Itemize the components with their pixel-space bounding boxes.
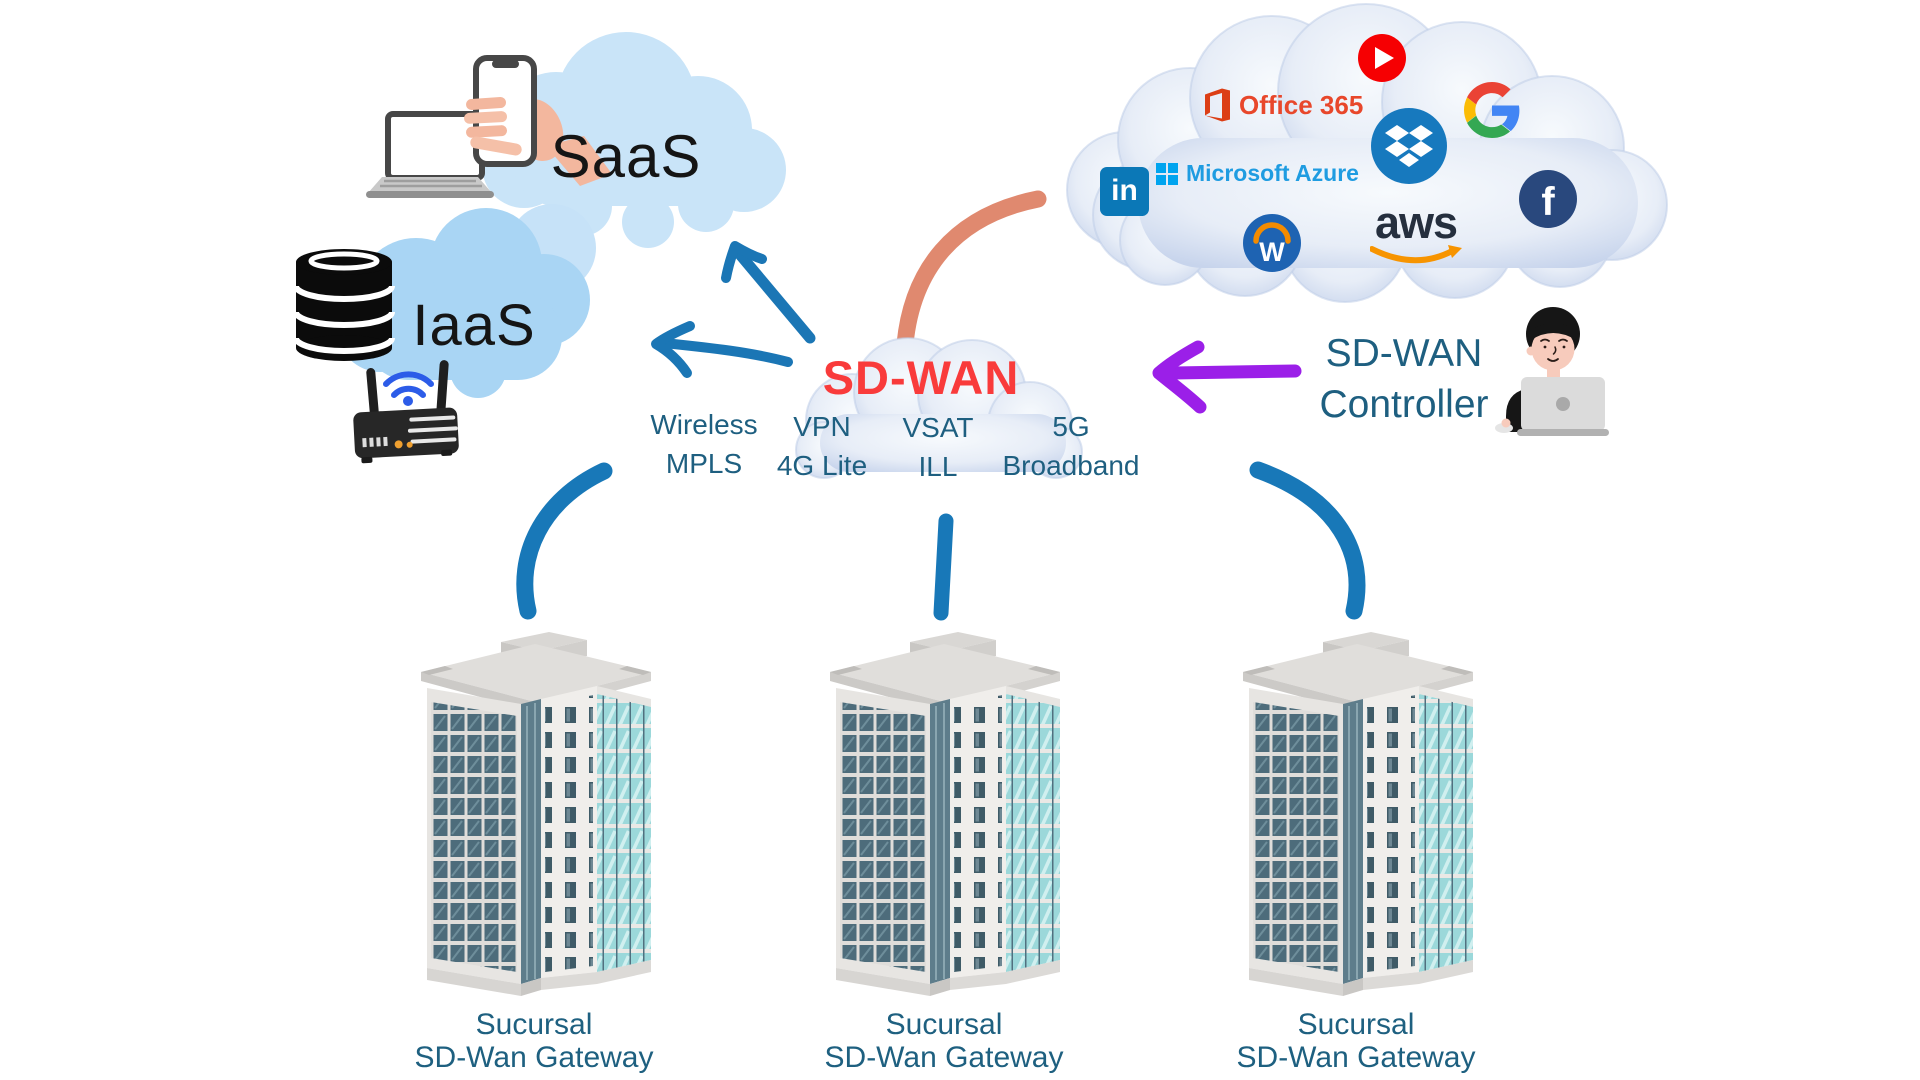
- building-illustration: [420, 631, 652, 997]
- link-branch-center: [933, 513, 954, 621]
- workday-glyph: W: [1259, 237, 1285, 267]
- link-line1: Wireless: [650, 409, 758, 440]
- controller-line1: SD-WAN: [1325, 332, 1483, 375]
- building-illustration: [829, 631, 1061, 997]
- youtube-icon: [1358, 34, 1406, 82]
- sdwan-cloud-shape: [795, 337, 1083, 479]
- branch-line1: Sucursal: [885, 1008, 1003, 1041]
- microsoft-azure-icon: Microsoft Azure: [1156, 160, 1359, 187]
- database-icon: [293, 249, 395, 361]
- link-label-wireless-mpls: Wireless MPLS: [650, 405, 757, 483]
- arrow-sdwan-to-iaas: [651, 321, 793, 378]
- aws-icon: aws: [1369, 197, 1462, 272]
- branch-caption-left: Sucursal SD-Wan Gateway: [415, 1008, 654, 1074]
- link-line2: ILL: [918, 451, 958, 482]
- branch-line2: SD-Wan Gateway: [414, 1041, 654, 1074]
- laptop-icon: [366, 111, 494, 198]
- link-label-vpn-4g: VPN 4G Lite: [777, 407, 867, 485]
- controller-person-illustration: [1495, 307, 1609, 436]
- branch-caption-center: Sucursal SD-Wan Gateway: [825, 1008, 1064, 1074]
- saas-label: SaaS: [550, 123, 702, 190]
- link-branch-right: [1249, 461, 1366, 620]
- link-line1: VPN: [793, 411, 851, 442]
- facebook-glyph: f: [1541, 179, 1555, 224]
- building-illustration: [1242, 631, 1474, 997]
- facebook-icon: f: [1519, 170, 1577, 228]
- microsoft-logo-glyph: [1156, 162, 1178, 185]
- aws-label: aws: [1374, 197, 1458, 248]
- arc-apps-to-sdwan: [896, 190, 1047, 353]
- sdwan-label: SD-WAN: [822, 351, 1020, 404]
- office-logo-glyph: [1205, 88, 1230, 122]
- branch-line1: Sucursal: [475, 1008, 593, 1041]
- link-label-5g-broadband: 5G Broadband: [1002, 407, 1139, 485]
- link-line2: MPLS: [665, 448, 743, 479]
- linkedin-icon: in: [1100, 167, 1149, 216]
- arrow-sdwan-to-saas: [721, 241, 816, 344]
- branch-line1: Sucursal: [1297, 1008, 1415, 1041]
- link-line2: 4G Lite: [776, 450, 868, 481]
- branch-line2: SD-Wan Gateway: [1236, 1041, 1476, 1074]
- link-line1: 5G: [1052, 411, 1090, 442]
- aws-smile-icon: [1369, 245, 1462, 264]
- linkedin-glyph: in: [1111, 174, 1138, 207]
- office-365-icon: Office 365: [1204, 88, 1363, 122]
- iaas-label: IaaS: [412, 293, 536, 358]
- workday-icon: W: [1243, 214, 1301, 272]
- dropbox-icon: [1371, 108, 1447, 184]
- branch-line2: SD-Wan Gateway: [824, 1041, 1064, 1074]
- microsoft-azure-label: Microsoft Azure: [1186, 160, 1359, 186]
- link-branch-left: [516, 462, 613, 620]
- office-365-label: Office 365: [1239, 89, 1364, 120]
- wifi-router-icon: [353, 360, 459, 464]
- branch-caption-right: Sucursal SD-Wan Gateway: [1237, 1008, 1476, 1074]
- controller-line2: Controller: [1319, 383, 1489, 426]
- play-icon: [1375, 47, 1394, 69]
- link-line2: Broadband: [1002, 450, 1140, 481]
- link-label-vsat-ill: VSAT ILL: [902, 408, 973, 486]
- google-icon: [1464, 82, 1520, 143]
- link-line1: VSAT: [902, 412, 974, 443]
- controller-label: SD-WAN Controller: [1319, 328, 1488, 430]
- phone-in-hand-icon: [464, 55, 612, 186]
- arrow-controller-to-sdwan: [1152, 340, 1302, 414]
